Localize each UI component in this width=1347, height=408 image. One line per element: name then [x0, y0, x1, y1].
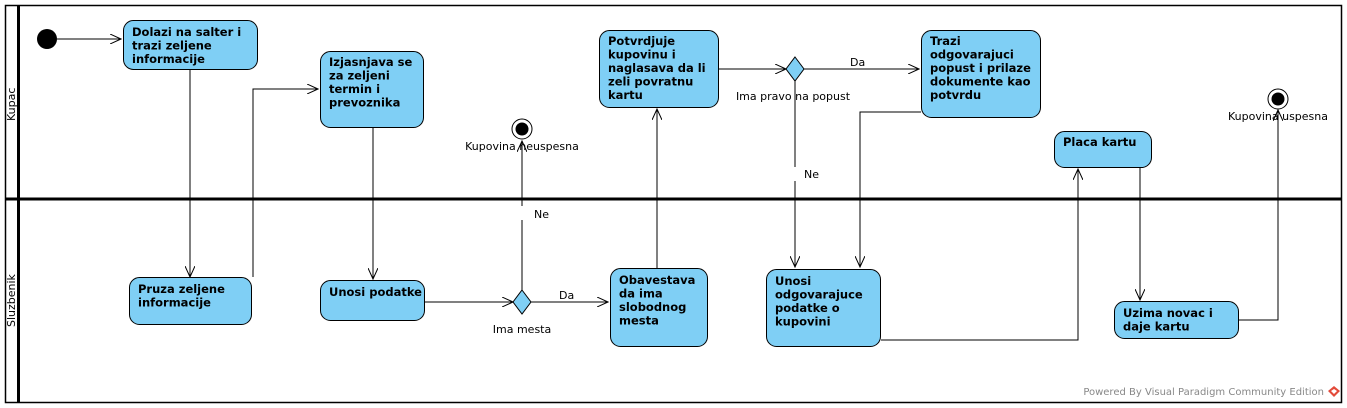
guard-ne-ima-mesta: Ne	[534, 208, 549, 221]
final-node-neuspesna	[511, 118, 533, 140]
activity-placa-kartu: Placa kartu	[1054, 131, 1152, 168]
visual-paradigm-logo-icon	[1328, 386, 1340, 397]
guard-da-ima-mesta: Da	[559, 289, 574, 302]
initial-node	[37, 29, 57, 49]
decision-node-popust	[785, 56, 805, 82]
flow-a2-a3	[252, 89, 318, 277]
decision-ima-mesta-label: Ima mesta	[493, 323, 551, 336]
guard-da-popust: Da	[850, 56, 865, 69]
swimlane-frame	[4, 4, 1343, 404]
svg-text:Placa kartu: Placa kartu	[1063, 135, 1136, 149]
guard-ne-popust: Ne	[804, 168, 819, 181]
flow-a8-a9	[881, 169, 1078, 341]
decision-node-ima-mesta	[512, 289, 532, 315]
activity-unosi-podatke: Unosi podatke	[320, 280, 425, 321]
lane-label-sluzbenik: Sluzbenik	[5, 273, 18, 327]
flow-a7-a8	[860, 111, 921, 267]
flow-a10-f2	[1239, 110, 1278, 321]
final-node-uspesna-label: Kupovina uspesna	[1228, 110, 1328, 123]
footer-watermark: Powered By Visual Paradigm Community Edi…	[1083, 387, 1324, 398]
svg-text:Unosi podatke: Unosi podatke	[329, 285, 422, 299]
control-flows	[57, 39, 1278, 341]
decision-popust-label: Ima pravo na popust	[736, 90, 851, 103]
lane-label-kupac: Kupac	[5, 88, 18, 121]
final-node-uspesna	[1267, 88, 1289, 110]
final-node-neuspesna-label: Kupovina neuspesna	[465, 140, 579, 153]
